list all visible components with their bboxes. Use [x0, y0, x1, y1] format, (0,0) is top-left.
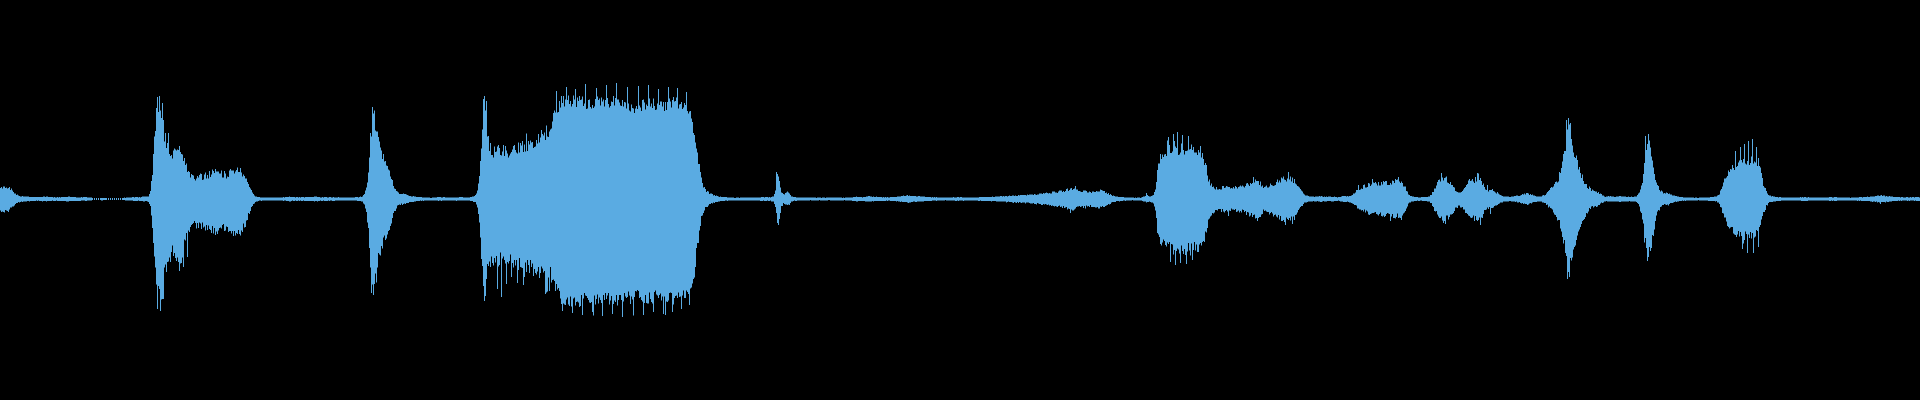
- waveform-bars: [0, 95, 1920, 316]
- waveform-peak-spikes: [157, 83, 1881, 317]
